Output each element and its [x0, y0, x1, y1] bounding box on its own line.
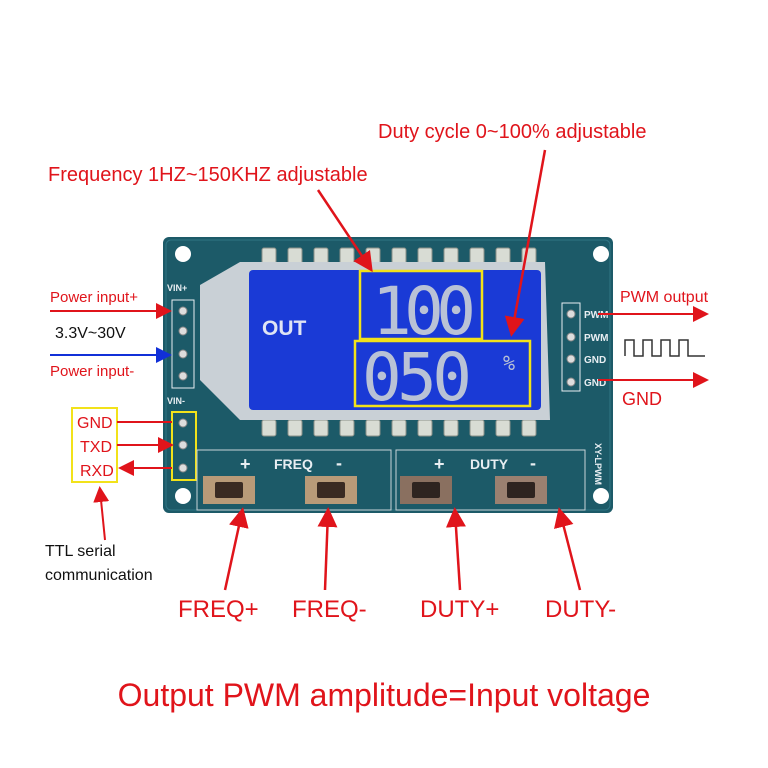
- duty-minus-silk: -: [530, 453, 536, 473]
- vin-plus-label: VIN+: [167, 283, 187, 293]
- lcd-pin: [391, 419, 407, 437]
- lcd-pin: [391, 247, 407, 265]
- duty-silk: DUTY: [470, 456, 509, 472]
- frequency-highlight-box: [358, 269, 484, 341]
- pin-label-pwm-2: PWM: [584, 333, 608, 344]
- lcd-percent: %: [503, 351, 515, 375]
- txd-label: TXD: [80, 439, 112, 456]
- lcd-pin: [495, 419, 511, 437]
- lcd-pin: [417, 419, 433, 437]
- lcd-pin: [365, 419, 381, 437]
- lcd-pin: [443, 247, 459, 265]
- lcd-pin: [365, 247, 381, 265]
- freq-minus-button[interactable]: [305, 476, 357, 504]
- duty-cycle-annotation: Duty cycle 0~100% adjustable: [378, 121, 647, 143]
- freq-minus-annotation: FREQ-: [292, 596, 367, 623]
- lcd-pin: [339, 247, 355, 265]
- lcd-pin: [287, 247, 303, 265]
- lcd-frequency-value: 100: [372, 273, 476, 350]
- rxd-label: RXD: [80, 463, 114, 480]
- duty-minus-annotation: DUTY-: [545, 596, 616, 623]
- duty-plus-annotation: DUTY+: [420, 596, 499, 623]
- lcd-pin: [469, 247, 485, 265]
- duty-plus-button[interactable]: [400, 476, 452, 504]
- mount-hole: [175, 488, 191, 504]
- power-header: VIN+ VIN-: [167, 283, 195, 406]
- mount-hole: [593, 246, 609, 262]
- lcd-pin: [521, 419, 537, 437]
- gnd-right-label: GND: [622, 389, 662, 409]
- power-input-minus-label: Power input-: [50, 363, 134, 380]
- freq-silk: FREQ: [274, 456, 313, 472]
- lcd-out-label: OUT: [262, 317, 307, 340]
- ttl-label-line1: TTL serial: [45, 543, 116, 560]
- pin-label-gnd-1: GND: [584, 355, 606, 366]
- freq-plus-silk: +: [240, 454, 251, 474]
- lcd-pin: [443, 419, 459, 437]
- gnd-left-label: GND: [77, 415, 113, 432]
- lcd-pin: [469, 419, 485, 437]
- vin-minus-label: VIN-: [167, 396, 185, 406]
- lcd-pin: [313, 247, 329, 265]
- freq-minus-silk: -: [336, 453, 342, 473]
- lcd-pin: [339, 419, 355, 437]
- ttl-label-line2: communication: [45, 567, 153, 584]
- lcd-pin: [313, 419, 329, 437]
- pin-label-gnd-2: GND: [584, 378, 606, 389]
- freq-plus-annotation: FREQ+: [178, 596, 259, 623]
- pin-label-pwm-1: PWM: [584, 310, 608, 321]
- lcd-pin: [287, 419, 303, 437]
- mount-hole: [593, 488, 609, 504]
- pwm-output-label: PWM output: [620, 289, 709, 306]
- pwm-waveform-icon: [624, 339, 705, 357]
- lcd-pin: [261, 419, 277, 437]
- ttl-header: [171, 411, 197, 481]
- model-label: XY-LPWM: [593, 443, 603, 485]
- lcd-pin: [495, 247, 511, 265]
- frequency-annotation: Frequency 1HZ~150KHZ adjustable: [48, 164, 368, 186]
- lcd-module: OUT 100 050 %: [200, 262, 550, 420]
- lcd-pin: [417, 247, 433, 265]
- duty-highlight-box: [353, 339, 532, 408]
- freq-plus-button[interactable]: [203, 476, 255, 504]
- footer-caption: Output PWM amplitude=Input voltage: [118, 677, 651, 713]
- lcd-pin: [261, 247, 277, 265]
- output-header: PWM PWM GND GND: [561, 302, 608, 392]
- mount-hole: [175, 246, 191, 262]
- button-panel: + FREQ - + DUTY - XY-LPWM: [196, 443, 603, 511]
- duty-plus-silk: +: [434, 454, 445, 474]
- lcd-duty-value: 050: [362, 339, 472, 416]
- power-input-plus-label: Power input+: [50, 289, 138, 306]
- duty-minus-button[interactable]: [495, 476, 547, 504]
- voltage-range-label: 3.3V~30V: [55, 325, 126, 342]
